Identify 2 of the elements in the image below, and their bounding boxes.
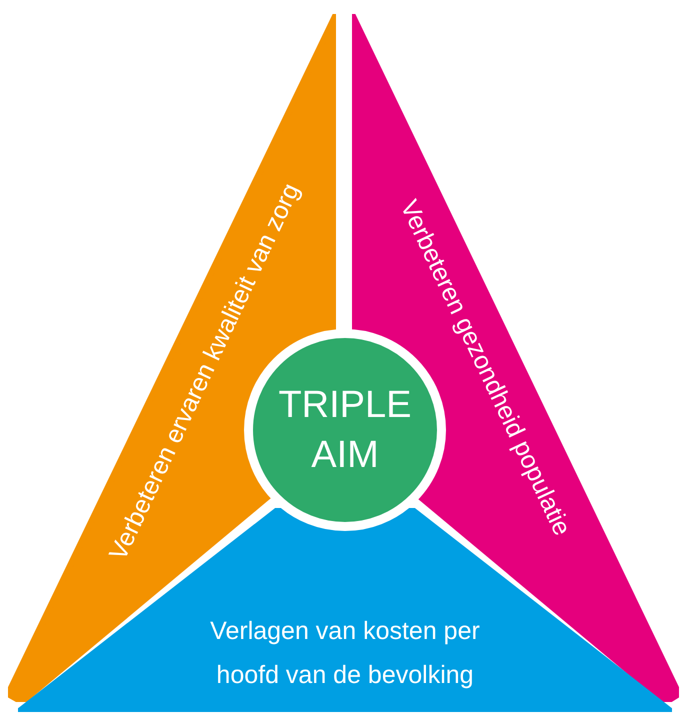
segment-label: Verlagen van kosten per hoofd van de bevolking — [209, 616, 481, 691]
circle-label: TRIPLE AIM — [277, 383, 413, 478]
